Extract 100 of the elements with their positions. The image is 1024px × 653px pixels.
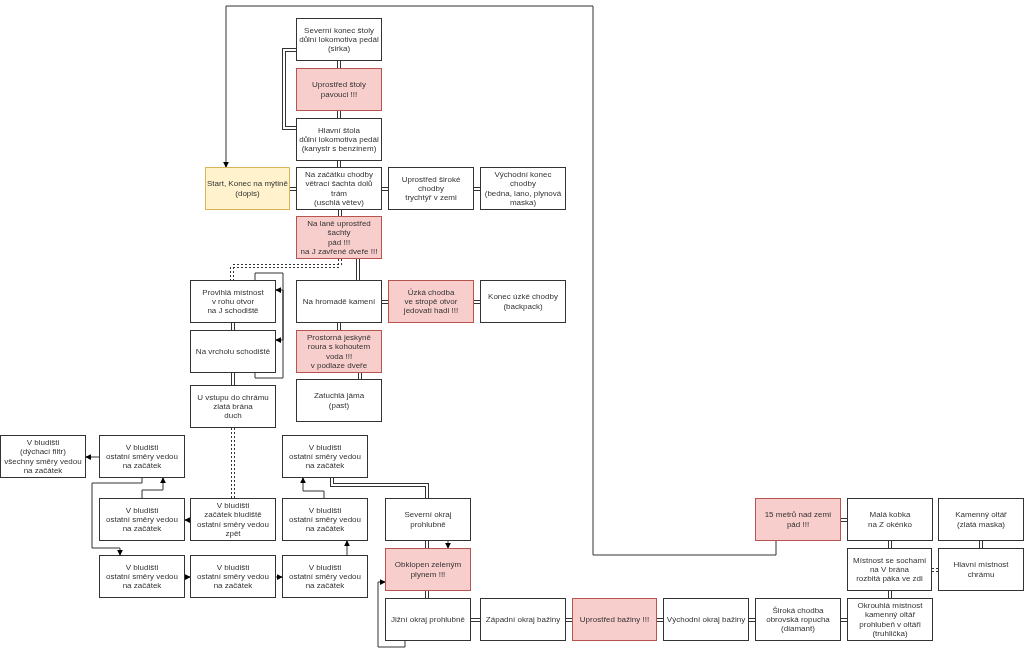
room-text: ostatní směry vedou na začátek [287, 451, 362, 471]
room-text: Prostorná jeskyně [307, 332, 371, 343]
arrow [254, 287, 284, 379]
room-text: (uschlá větev) [314, 197, 364, 208]
room-text: (backpack) [503, 301, 543, 311]
room-text: Úzká chodba [407, 287, 455, 297]
room-text: V bludišti [216, 562, 250, 572]
room-box [296, 216, 382, 259]
room-text: Malá kobka [869, 510, 911, 520]
room-text: (diamant) [781, 624, 815, 634]
room-text: trychtýř v zemi [405, 193, 457, 203]
room-box [388, 167, 474, 210]
room-text: (bedna, lano, plynová maska) [483, 188, 563, 208]
room-text: Okrouhlá místnost [857, 600, 923, 611]
room-text: Zatuchlá jáma [313, 391, 365, 401]
room-text: voda !!! [325, 351, 353, 361]
room-text: V bludišti [308, 505, 342, 515]
room-box [205, 167, 290, 210]
room-box [385, 598, 471, 641]
room-text: (dopis) [235, 188, 260, 198]
room-text: Jižní okraj prohlubně [391, 614, 465, 625]
room-text: prohlubeň v oltáři [859, 619, 921, 629]
room-text: (truhlička) [872, 628, 908, 639]
room-text: pád !!! [786, 519, 810, 529]
arrow [184, 517, 191, 523]
room-text: důlní lokomotiva pedál [299, 134, 379, 145]
room-text: Na hromadě kamení [302, 296, 376, 307]
room-text: Místnost se sochami [853, 555, 926, 565]
room-box [480, 598, 566, 641]
arrow [184, 574, 191, 580]
room-box [938, 498, 1024, 541]
room-text: ostatní směry vedou na začátek [104, 514, 179, 534]
room-text: na Z okénko [868, 519, 912, 529]
arrow [254, 272, 284, 343]
room-box [190, 280, 276, 323]
room-box [296, 330, 382, 373]
room-box [282, 498, 368, 541]
room-text: větrací šachta dolů trám [304, 179, 374, 198]
room-text: začátek bludiště [204, 510, 262, 520]
room-box [190, 555, 276, 598]
room-text: V bludišti [125, 562, 159, 572]
room-text: zlatá brána [213, 401, 253, 412]
room-text: V bludišti [216, 500, 250, 511]
room-box [296, 280, 382, 323]
room-text: ostatní směry vedou na začátek [287, 571, 362, 591]
room-box [99, 555, 185, 598]
double-connector [932, 568, 938, 572]
arrow [344, 540, 350, 556]
room-box [296, 118, 382, 161]
room-box [190, 498, 276, 541]
room-box [480, 280, 566, 323]
room-text: Uprostřed bažiny !!! [579, 614, 650, 625]
double-connector [231, 428, 235, 498]
room-text: U vstupu do chrámu [197, 392, 269, 402]
room-text: Start, Konec na mýtině [207, 179, 288, 189]
room-box [847, 498, 933, 541]
room-text: pád !!! [327, 237, 351, 247]
double-connector [356, 259, 360, 280]
room-box [572, 598, 657, 641]
room-text: V bludišti [308, 562, 342, 572]
room-text: V bludišti [308, 442, 342, 452]
room-box [296, 379, 382, 422]
room-text: Na vrcholu schodiště [195, 346, 271, 357]
double-connector [282, 48, 296, 130]
room-text: Severní konec štoly [304, 25, 374, 35]
room-text: Východní okraj bažiny [666, 614, 746, 625]
room-box [190, 385, 276, 428]
arrow [85, 454, 100, 460]
room-box [190, 330, 276, 373]
room-text: pavouci !!! [320, 89, 358, 99]
room-box [480, 167, 566, 210]
arrow [275, 574, 283, 580]
room-box [296, 167, 382, 210]
room-text: ostatní směry vedou na začátek [287, 514, 362, 534]
room-text: ostatní směry vedou na začátek [195, 571, 270, 591]
room-text: Východní konec chodby [493, 169, 553, 189]
arrow [91, 477, 143, 556]
room-box [99, 435, 185, 478]
room-text: Kamenný oltář [955, 510, 1007, 520]
room-text: v rohu otvor [211, 296, 255, 307]
room-text: rozbitá páka ve zdi [856, 574, 923, 584]
room-box [282, 435, 368, 478]
room-text: Západní okraj bažiny [485, 614, 561, 625]
room-text: Obklopen zeleným plynem !!! [393, 560, 463, 579]
room-text: jedovatí hadi !!! [403, 306, 459, 316]
room-box [755, 598, 841, 641]
room-box [385, 498, 471, 541]
room-box [847, 598, 933, 641]
arrow [223, 5, 777, 556]
room-box [282, 555, 368, 598]
double-connector [330, 478, 429, 498]
room-text: V bludišti [125, 505, 159, 515]
room-text: 15 metrů nad zemí [764, 510, 832, 520]
room-box [938, 548, 1024, 591]
room-text: (past) [328, 400, 350, 410]
room-text: obrovská ropucha [766, 614, 830, 625]
room-text: V bludišti [26, 437, 60, 448]
room-text: na J schodiště [207, 306, 259, 316]
room-text: V bludišti [125, 442, 159, 452]
room-text: Na začátku chodby [304, 169, 373, 179]
